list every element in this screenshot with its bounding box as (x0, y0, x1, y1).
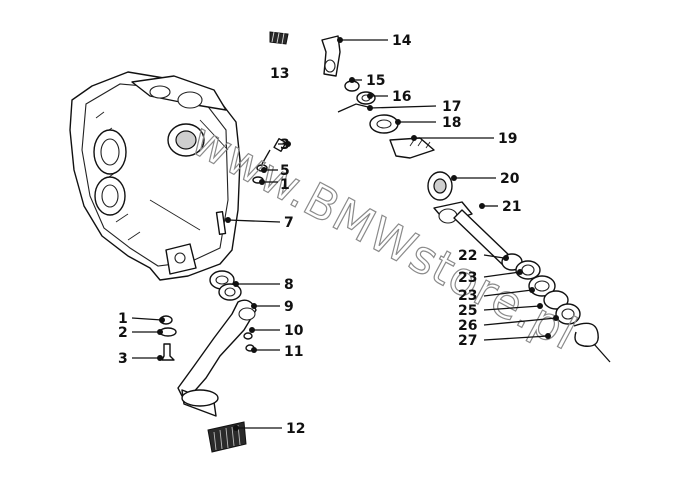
shift-assembly (269, 31, 611, 363)
callout-26: 26 (458, 318, 477, 334)
callout-12: 12 (286, 421, 305, 437)
callout-1-upper: 1 (280, 177, 290, 193)
callout-17: 17 (442, 99, 461, 115)
callout-13: 13 (270, 66, 289, 82)
callout-1-lower: 1 (118, 311, 128, 327)
callout-15: 15 (366, 73, 385, 89)
gearbox-housing (69, 71, 241, 281)
callout-numbers: 13 14 15 16 17 18 19 20 21 22 23 23 25 2… (118, 33, 521, 437)
rubber-footrest (207, 421, 247, 453)
callout-20: 20 (500, 171, 520, 187)
callout-27: 27 (458, 333, 477, 349)
callout-16: 16 (392, 89, 411, 105)
callout-23-lower: 23 (458, 288, 477, 304)
callout-leaders (131, 37, 559, 431)
callout-14: 14 (392, 33, 412, 49)
callout-10: 10 (284, 323, 304, 339)
callout-22: 22 (458, 248, 477, 264)
callout-3-upper: 3 (280, 137, 290, 153)
callout-3-lower: 3 (118, 351, 128, 367)
callout-23-upper: 23 (458, 270, 477, 286)
callout-19: 19 (498, 131, 517, 147)
callout-11: 11 (284, 344, 303, 360)
kick-start-lever (177, 299, 257, 417)
callout-5: 5 (280, 163, 290, 179)
callout-25: 25 (458, 303, 477, 319)
callout-9: 9 (284, 299, 294, 315)
loose-hardware (159, 315, 177, 361)
callout-21: 21 (502, 199, 521, 215)
callout-7: 7 (284, 215, 294, 231)
callout-18: 18 (442, 115, 461, 131)
callout-8: 8 (284, 277, 294, 293)
seal-stack (209, 270, 242, 301)
callout-2: 2 (118, 325, 128, 341)
